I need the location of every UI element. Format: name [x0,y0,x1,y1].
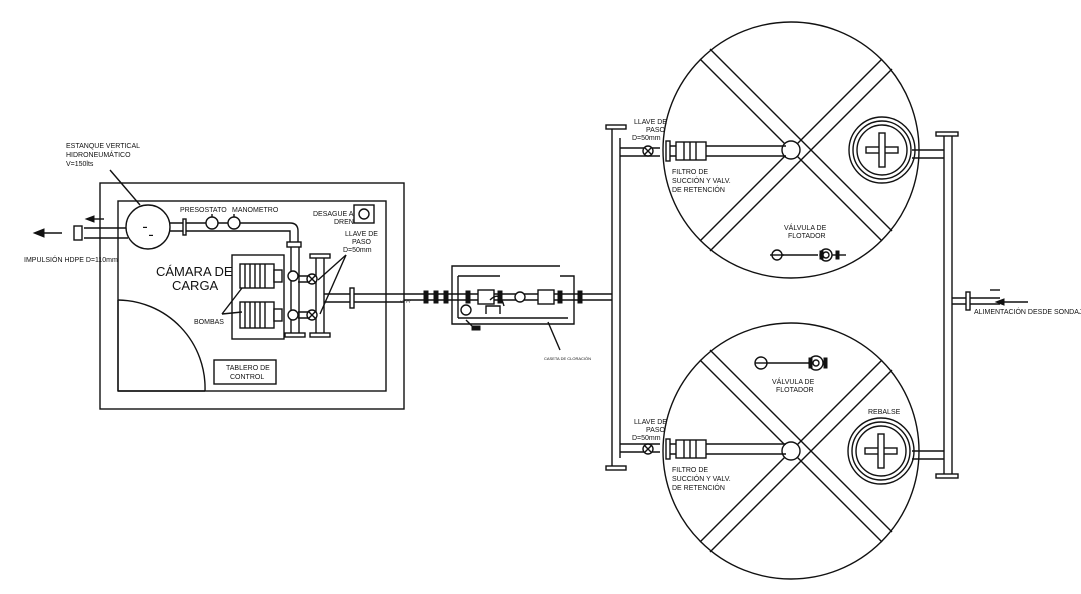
rebalse-label: REBALSE [868,409,901,416]
filtro-bot-label-1: FILTRO DE [672,467,708,474]
valvula-top-label-2: FLOTADOR [788,233,826,240]
llave-label-2: PASO [352,239,371,246]
caseta-label: CASETA DE CLORACIÓN [544,356,591,361]
lower-tank [642,322,920,580]
bombas-label: BOMBAS [194,319,224,326]
manometro-icon [227,216,241,230]
pump-1-icon [239,263,318,289]
llave-label-3: D=50mm [343,247,372,254]
tablero-label-1: TABLERO DE [226,365,270,372]
valvula-top-label-1: VÁLVULA DE [784,223,827,232]
tablero-label-2: CONTROL [230,374,264,381]
filtro-top-label-3: DE RETENCIÓN [672,185,725,194]
room-pipes [170,204,404,338]
filtro-bot-label-3: DE RETENCIÓN [672,483,725,492]
filtro-top-label-2: SUCCIÓN Y VALV. [672,176,731,185]
pump-room-inner-wall [117,200,387,392]
alimentacion-label: ALIMENTACIÓN DESDE SONDAJE [974,307,1081,316]
tank-label-3: V=150lts [66,161,94,168]
presostato-icon [205,216,219,230]
llave-top-label-3: D=50mm [632,135,661,142]
pump-room-outer-wall [99,182,405,410]
upper-tank [642,21,920,279]
llave-bot-label-3: D=50mm [632,435,661,442]
labels: ESTANQUE VERTICAL HIDRONEUMÁTICO V=150lt… [24,119,1081,492]
pump-2-icon [239,301,318,329]
impulsion-label: IMPULSIÓN HDPE D=110mm [24,255,118,264]
pump-room [99,182,405,410]
door-swing-arc [117,299,206,392]
presostato-label: PRESOSTATO [180,207,227,214]
llave-bot-label-1: LLAVE DE [634,419,667,426]
control-board [213,359,277,385]
hydropneumatic-tank: ▬ ▬ [109,169,171,250]
llave-bot-label-2: PASO [646,427,665,434]
right-header [912,131,1028,479]
llave-top-label-1: LLAVE DE [634,119,667,126]
small-tag: YYYY [400,299,411,304]
svg-text:▬: ▬ [143,224,147,229]
pump-skid [231,254,285,340]
llave-label-1: LLAVE DE [345,231,378,238]
drain-box [353,204,375,224]
tank-label-1: ESTANQUE VERTICAL [66,143,140,150]
impulsion-pipe [32,215,128,241]
left-header [605,124,660,471]
llave-top-label-2: PASO [646,127,665,134]
camara-label-1: CÁMARA DE [156,264,233,279]
desague-label-2: DREN [334,219,354,226]
svg-text:▬: ▬ [149,232,153,237]
chlorination-house [404,265,612,351]
valvula-bot-label-1: VÁLVULA DE [772,377,815,386]
desague-label-1: DESAGUE A [313,211,354,218]
valvula-bot-label-2: FLOTADOR [776,387,814,394]
filtro-top-label-1: FILTRO DE [672,169,708,176]
tank-label-2: HIDRONEUMÁTICO [66,150,131,159]
pumps [221,254,347,340]
filtro-bot-label-2: SUCCIÓN Y VALV. [672,474,731,483]
manometro-label: MANOMETRO [232,207,279,214]
camara-label-2: CARGA [172,278,219,293]
